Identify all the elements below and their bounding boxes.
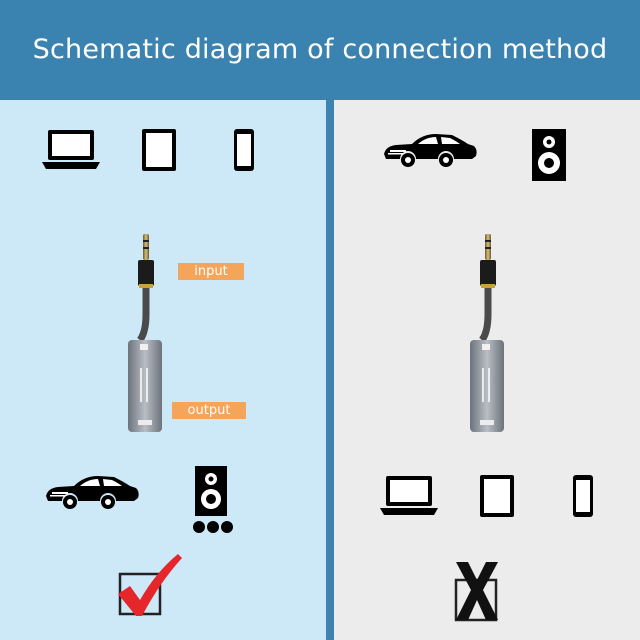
header-bar: Schematic diagram of connection method (0, 0, 640, 100)
speaker-icon (532, 129, 566, 181)
car-icon (46, 476, 139, 509)
speaker-icon (193, 466, 233, 533)
laptop-icon (42, 130, 100, 169)
check-mark-icon (118, 554, 182, 616)
phone-icon (573, 475, 593, 517)
tablet-icon (142, 129, 176, 171)
audio-adapter-image (128, 234, 162, 432)
phone-icon (234, 129, 254, 171)
car-icon (384, 134, 477, 167)
input-label: input (178, 263, 244, 280)
x-mark-icon (454, 562, 498, 622)
audio-adapter-image (470, 234, 504, 432)
laptop-icon (380, 476, 438, 515)
output-label: output (172, 402, 246, 419)
page-title: Schematic diagram of connection method (32, 34, 608, 65)
tablet-icon (480, 475, 514, 517)
left-panel (0, 100, 326, 640)
